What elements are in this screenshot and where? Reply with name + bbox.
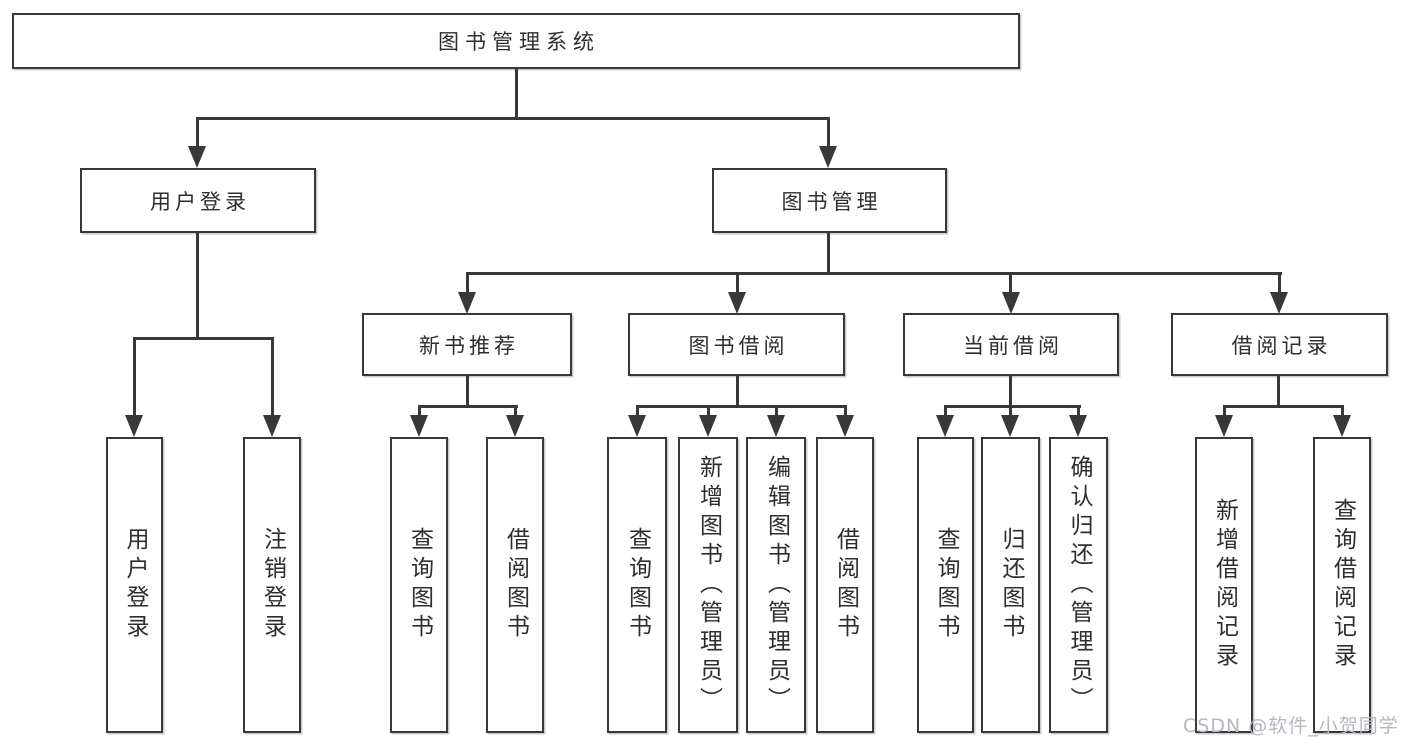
node-confirm-return-admin: 确认归还（管理员） [1049, 437, 1108, 733]
arrow-down-icon [699, 415, 717, 437]
connector-line [844, 405, 847, 418]
node-label: 确认归还（管理员） [1066, 454, 1092, 716]
node-logout: 注销登录 [243, 437, 301, 733]
connector-line [133, 337, 136, 417]
connector-line [1223, 405, 1344, 408]
arrow-down-icon [1069, 415, 1087, 437]
connector-line [196, 117, 199, 152]
node-label: 查询借阅记录 [1329, 498, 1356, 672]
node-book-borrow: 图书借阅 [628, 313, 845, 376]
arrow-down-icon [1001, 415, 1019, 437]
connector-line [466, 376, 469, 407]
connector-line [707, 405, 710, 418]
node-edit-book-admin: 编辑图书（管理员） [746, 437, 806, 733]
node-label: 当前借阅 [963, 333, 1063, 358]
connector-line [736, 376, 739, 407]
node-query-books: 查询图书 [390, 437, 448, 733]
csdn-watermark: CSDN @软件_小贺同学 [1183, 715, 1399, 737]
connector-line [196, 233, 199, 339]
arrow-down-icon [767, 415, 785, 437]
node-label: 新增借阅记录 [1211, 498, 1238, 672]
node-label: 编辑图书（管理员） [763, 454, 790, 716]
connector-line [514, 405, 517, 418]
connector-line [1077, 405, 1080, 418]
node-return-books: 归还图书 [981, 437, 1040, 733]
arrow-down-icon [188, 146, 206, 168]
node-label: 用户登录 [122, 527, 148, 643]
connector-line [515, 67, 518, 119]
node-label: 用户登录 [150, 189, 250, 214]
connector-line [1223, 405, 1226, 418]
arrow-down-icon [458, 292, 476, 314]
connector-line [775, 405, 778, 418]
arrow-down-icon [628, 415, 646, 437]
node-label: 图书管理 [781, 189, 882, 214]
node-label: 图书管理系统 [438, 30, 600, 54]
node-book-management: 图书管理 [712, 168, 947, 233]
node-label: 新增图书（管理员） [695, 454, 722, 716]
node-library-system: 图书管理系统 [12, 13, 1020, 69]
connector-line [196, 117, 830, 120]
node-add-borrow-record: 新增借阅记录 [1195, 437, 1253, 733]
node-user-login: 用户登录 [80, 168, 316, 233]
node-label: 查询图书 [406, 527, 433, 643]
node-add-book-admin: 新增图书（管理员） [678, 437, 738, 733]
arrow-down-icon [506, 415, 524, 437]
node-borrow-books: 借阅图书 [816, 437, 874, 733]
arrow-down-icon [1215, 415, 1233, 437]
arrow-down-icon [125, 415, 143, 437]
arrow-down-icon [936, 415, 954, 437]
connector-line [1341, 405, 1344, 418]
arrow-down-icon [263, 415, 281, 437]
node-label: 借阅图书 [502, 527, 529, 643]
node-current-borrow: 当前借阅 [903, 313, 1119, 376]
node-label: 归还图书 [998, 527, 1024, 643]
node-label: 查询图书 [933, 527, 959, 643]
connector-line [944, 405, 1081, 408]
node-label: 借阅记录 [1231, 333, 1332, 358]
arrow-down-icon [819, 146, 837, 168]
node-label: 查询图书 [624, 527, 651, 643]
node-label: 注销登录 [259, 527, 286, 643]
node-query-borrow-record: 查询借阅记录 [1313, 437, 1371, 733]
connector-line [466, 272, 1282, 275]
node-label: 借阅图书 [832, 527, 859, 643]
connector-line [418, 405, 421, 418]
connector-line [466, 272, 469, 296]
connector-line [1277, 376, 1280, 407]
arrow-down-icon [1002, 292, 1020, 314]
connector-line [418, 405, 518, 408]
connector-line [827, 117, 830, 152]
node-new-book-recommend: 新书推荐 [362, 313, 572, 376]
connector-line [1009, 405, 1012, 418]
arrow-down-icon [728, 292, 746, 314]
node-query-books: 查询图书 [607, 437, 667, 733]
connector-line [636, 405, 847, 408]
connector-line [133, 337, 274, 340]
connector-line [1009, 272, 1012, 296]
connector-line [1009, 376, 1012, 407]
node-user-login-leaf: 用户登录 [106, 437, 163, 733]
connector-line [1278, 272, 1281, 296]
node-query-books: 查询图书 [917, 437, 974, 733]
arrow-down-icon [410, 415, 428, 437]
arrow-down-icon [1270, 292, 1288, 314]
connector-line [736, 272, 739, 296]
node-label: 图书借阅 [688, 333, 789, 358]
connector-line [636, 405, 639, 418]
node-borrow-books: 借阅图书 [486, 437, 544, 733]
arrow-down-icon [836, 415, 854, 437]
node-borrow-records: 借阅记录 [1171, 313, 1388, 376]
connector-line [827, 233, 830, 274]
connector-line [944, 405, 947, 418]
arrow-down-icon [1333, 415, 1351, 437]
node-label: 新书推荐 [419, 333, 519, 358]
connector-line [271, 337, 274, 417]
